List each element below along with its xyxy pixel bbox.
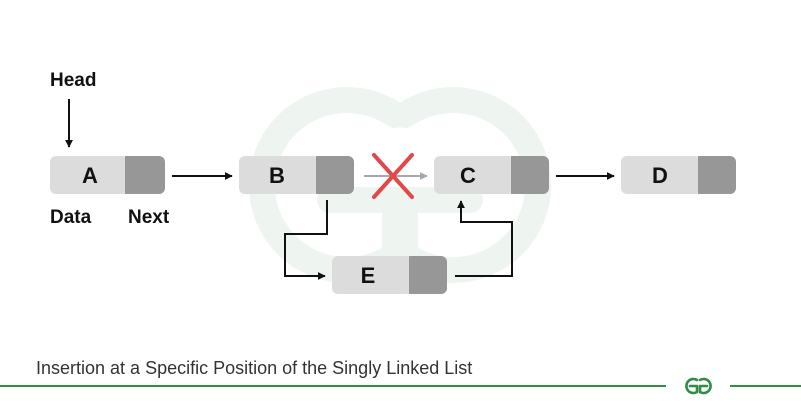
node-d-label: D	[652, 163, 668, 188]
node-c-label: C	[460, 163, 476, 188]
arrow-e-to-c	[455, 200, 513, 277]
node-e: E	[332, 256, 447, 294]
arrow-b-to-e	[284, 200, 328, 280]
node-d: D	[621, 156, 736, 194]
node-a-data-cell	[50, 156, 128, 194]
node-c-data-cell	[434, 156, 514, 194]
next-label: Next	[128, 207, 170, 228]
node-c: C	[434, 156, 549, 194]
node-d-data-cell	[621, 156, 701, 194]
node-b-data-cell	[239, 156, 319, 194]
brand-logo-icon	[685, 377, 712, 395]
node-b: B	[239, 156, 354, 194]
diagram-caption: Insertion at a Specific Position of the …	[36, 358, 473, 378]
data-label: Data	[50, 207, 92, 228]
cross-icon	[372, 153, 414, 199]
node-b-label: B	[269, 163, 285, 188]
head-label: Head	[50, 70, 96, 91]
node-a: A	[50, 156, 165, 194]
node-e-data-cell	[332, 256, 412, 294]
node-a-label: A	[82, 163, 98, 188]
node-e-label: E	[361, 263, 376, 288]
